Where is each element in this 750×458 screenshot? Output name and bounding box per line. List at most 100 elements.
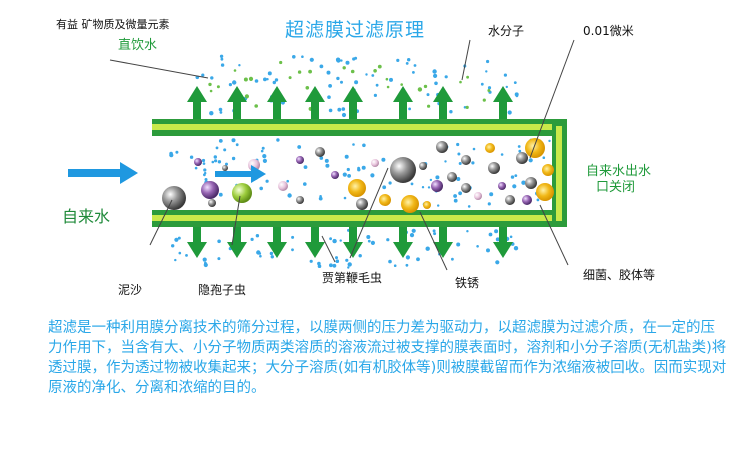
permeate-arrowhead-down — [227, 242, 247, 258]
water-dot — [467, 205, 471, 208]
permeate-arrowhead-down — [433, 242, 453, 258]
particle — [419, 162, 427, 170]
water-dot — [219, 111, 223, 114]
particle — [278, 181, 288, 191]
water-dot — [433, 73, 438, 78]
water-dot — [370, 173, 375, 178]
water-dot — [417, 87, 423, 92]
water-dot — [335, 259, 340, 264]
water-dot — [238, 63, 241, 67]
water-dot — [228, 83, 232, 87]
particle — [542, 164, 554, 176]
water-dot — [272, 80, 276, 85]
water-dot — [411, 228, 416, 233]
water-dot — [410, 182, 414, 186]
water-dot — [456, 142, 460, 147]
water-dot — [370, 240, 375, 245]
permeate-arrow-up — [499, 100, 507, 119]
water-dot — [340, 80, 343, 84]
water-dot — [218, 139, 223, 143]
water-dot — [432, 69, 437, 74]
water-dot — [346, 167, 350, 172]
permeate-arrowhead-up — [433, 86, 453, 102]
water-dot — [542, 156, 546, 159]
water-dot — [210, 76, 214, 80]
particle — [522, 195, 532, 205]
water-dot — [261, 146, 265, 150]
permeate-arrow-down — [273, 227, 281, 244]
water-dot — [421, 186, 425, 189]
particle — [474, 192, 482, 200]
permeate-arrow-up — [273, 100, 281, 119]
particle — [356, 198, 368, 210]
water-dot — [373, 93, 377, 97]
water-dot — [178, 251, 182, 255]
water-dot — [214, 159, 218, 163]
water-dot — [326, 70, 331, 75]
particle — [485, 143, 495, 153]
water-dot — [412, 71, 415, 74]
water-dot — [317, 264, 322, 269]
water-dot — [400, 83, 404, 86]
water-dot — [347, 174, 351, 178]
water-dot — [329, 263, 333, 268]
permeate-arrow-down — [349, 227, 357, 244]
permeate-arrowhead-up — [393, 86, 413, 102]
water-dot — [232, 80, 237, 85]
particle — [525, 177, 537, 189]
particle — [461, 183, 471, 193]
permeate-arrow-up — [439, 100, 447, 119]
water-dot — [319, 64, 324, 69]
water-dot — [219, 54, 224, 58]
description-paragraph: 超滤是一种利用膜分离技术的筛分过程，以膜两侧的压力差为驱动力，以超滤膜为过滤介质… — [48, 320, 727, 396]
water-dot — [366, 235, 371, 239]
water-dot — [426, 93, 430, 97]
water-dot — [453, 194, 457, 198]
particle — [379, 194, 391, 206]
water-dot — [456, 177, 461, 181]
water-dot — [486, 59, 490, 64]
water-dot — [343, 196, 347, 200]
water-dot — [518, 149, 522, 153]
water-dot — [388, 259, 392, 264]
water-dot — [175, 150, 179, 154]
water-dot — [256, 250, 261, 255]
water-dot — [423, 84, 428, 89]
water-dot — [512, 184, 517, 189]
label-giardia: 贾第鞭毛虫 — [322, 271, 383, 285]
water-molecules — [169, 54, 551, 269]
permeate-arrow-down — [439, 227, 447, 244]
permeate-arrows-up — [187, 86, 513, 119]
particle — [348, 179, 366, 197]
particle — [232, 183, 252, 203]
water-dot — [263, 77, 267, 82]
water-dot — [288, 76, 292, 80]
inlet-flow-arrow — [68, 162, 138, 184]
water-dot — [381, 157, 386, 162]
water-dot — [291, 235, 295, 239]
water-dot — [513, 246, 519, 251]
water-dot — [286, 179, 290, 183]
water-dot — [427, 104, 431, 108]
water-dot — [413, 64, 417, 67]
water-dot — [487, 202, 491, 206]
water-dot — [458, 191, 462, 196]
water-dot — [458, 162, 462, 165]
water-dot — [425, 246, 430, 251]
particle — [162, 186, 186, 210]
water-dot — [451, 257, 454, 261]
water-dot — [335, 57, 341, 62]
particle — [436, 141, 448, 153]
water-dot — [287, 193, 292, 198]
water-dot — [354, 80, 359, 85]
permeate-arrow-down — [311, 227, 319, 244]
water-dot — [202, 257, 207, 262]
water-dot — [309, 57, 314, 62]
permeate-arrow-down — [233, 227, 241, 244]
water-dot — [429, 178, 433, 182]
permeate-arrow-up — [311, 100, 319, 119]
water-dot — [201, 158, 206, 163]
water-dot — [223, 148, 227, 152]
